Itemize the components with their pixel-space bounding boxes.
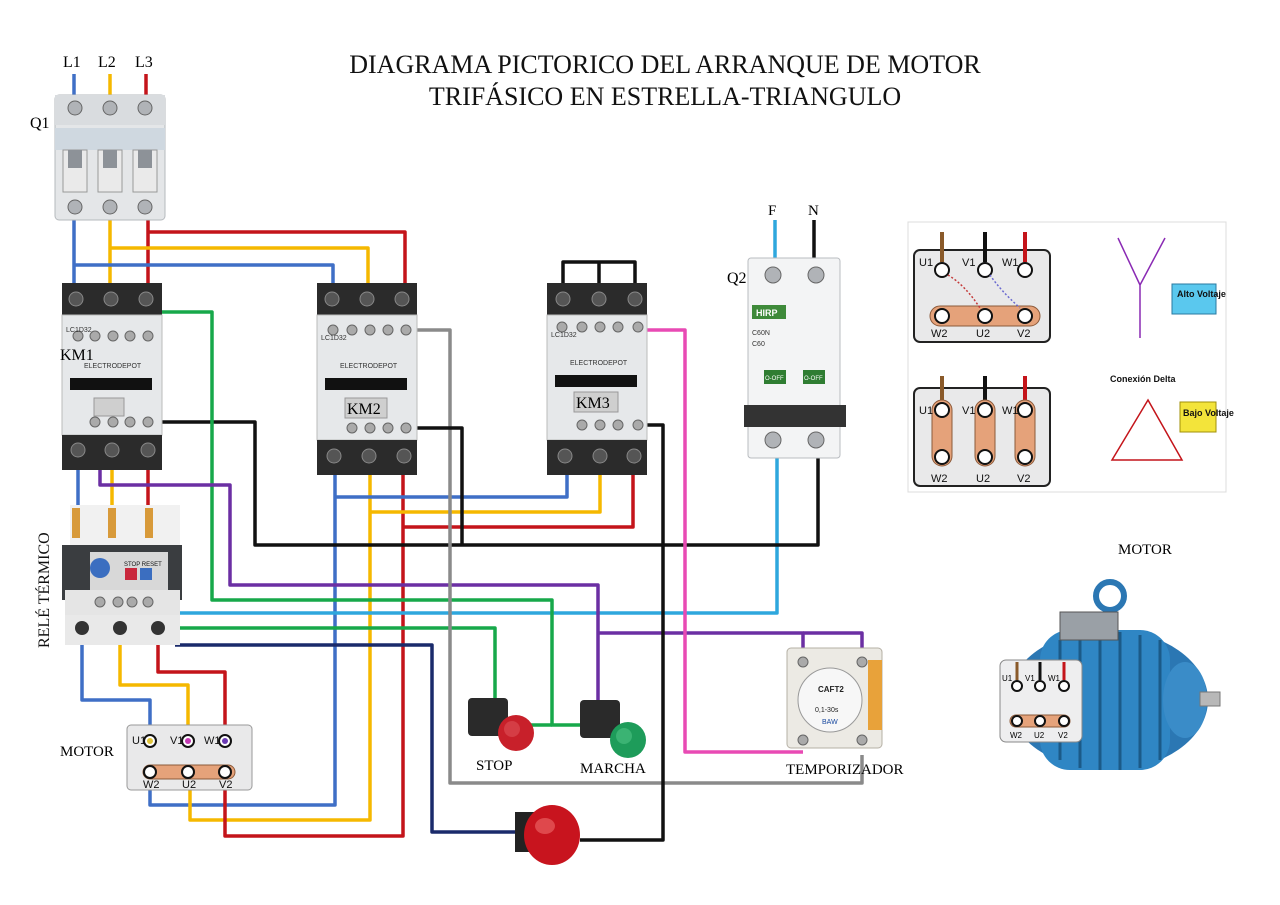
q2-model: C60N bbox=[752, 330, 770, 337]
motor-box-v1: V1 bbox=[170, 735, 183, 747]
thermal-relay[interactable] bbox=[62, 505, 182, 645]
connection-diagrams-panel bbox=[907, 221, 1227, 493]
label-f: F bbox=[768, 203, 776, 219]
wire-relay-v1 bbox=[118, 645, 190, 725]
km2-brand: ELECTRODEPOT bbox=[340, 363, 398, 370]
motor-photo-w2: W2 bbox=[1010, 731, 1023, 740]
label-km3: KM3 bbox=[576, 395, 610, 412]
wire-n-out bbox=[150, 420, 820, 547]
star-caption: Alto Voltaje bbox=[1177, 289, 1226, 299]
pilot-lamp bbox=[515, 805, 580, 865]
label-l1: L1 bbox=[63, 54, 81, 71]
breaker-q1[interactable] bbox=[54, 94, 166, 221]
marcha-button[interactable] bbox=[580, 700, 646, 758]
delta-title: Conexión Delta bbox=[1110, 374, 1177, 384]
wire-f-out bbox=[98, 458, 779, 615]
label-n: N bbox=[808, 203, 819, 219]
motor-box-u2: U2 bbox=[182, 779, 196, 791]
wire-ctrl-green-2 bbox=[130, 626, 497, 700]
breaker-q2[interactable] bbox=[744, 257, 846, 459]
wire-km2-km3-yellow bbox=[370, 475, 602, 514]
wire-km2-km3-red bbox=[403, 475, 635, 529]
label-q2: Q2 bbox=[727, 270, 747, 287]
motor-image bbox=[999, 579, 1221, 770]
label-motor-photo: MOTOR bbox=[1118, 542, 1172, 558]
motor-box-u1: U1 bbox=[132, 735, 146, 747]
wire-ctrl-navy bbox=[175, 643, 520, 834]
wire-ctrl-pink bbox=[642, 328, 803, 754]
wire-relay-u1 bbox=[80, 645, 152, 725]
timer-model: CAFT2 bbox=[818, 685, 844, 694]
timer-range: 0,1-30s bbox=[815, 707, 839, 714]
wire-l3-to-km2 bbox=[148, 230, 407, 285]
label-motor-box: MOTOR bbox=[60, 744, 114, 760]
q2-off-1: O-OFF bbox=[765, 376, 784, 382]
relay-stop-reset: STOP RESET bbox=[124, 562, 162, 568]
delta-u2: U2 bbox=[976, 473, 990, 485]
star-w1: W1 bbox=[1002, 257, 1019, 269]
wire-ctrl-purple-2 bbox=[598, 631, 805, 662]
wire-relay-w1 bbox=[156, 645, 227, 725]
label-thermal-relay: RELÉ TÉRMICO bbox=[36, 532, 53, 648]
km1-brand: ELECTRODEPOT bbox=[84, 363, 142, 370]
title-line-1: DIAGRAMA PICTORICO DEL ARRANQUE DE MOTOR bbox=[349, 50, 981, 79]
star-u2: U2 bbox=[976, 328, 990, 340]
wire-ctrl-black-km2 bbox=[410, 426, 464, 545]
q2-off-2: O-OFF bbox=[804, 376, 823, 382]
timer-module[interactable] bbox=[786, 647, 883, 749]
q2-rating: C60 bbox=[752, 341, 765, 348]
timer-brand: BAW bbox=[822, 719, 838, 726]
label-stop: STOP bbox=[476, 758, 512, 774]
delta-w2: W2 bbox=[931, 473, 948, 485]
motor-photo-u1: U1 bbox=[1002, 674, 1013, 683]
label-km2: KM2 bbox=[347, 401, 381, 418]
label-km1: KM1 bbox=[60, 347, 94, 364]
motor-box-v2: V2 bbox=[219, 779, 232, 791]
star-u1: U1 bbox=[919, 257, 933, 269]
delta-w1: W1 bbox=[1002, 405, 1019, 417]
star-w2: W2 bbox=[931, 328, 948, 340]
label-timer: TEMPORIZADOR bbox=[786, 762, 904, 778]
contactor-km3[interactable] bbox=[546, 283, 648, 475]
km2-model: LC1D32 bbox=[321, 335, 347, 342]
motor-box-w2: W2 bbox=[143, 779, 160, 791]
delta-u1: U1 bbox=[919, 405, 933, 417]
motor-photo-v1: V1 bbox=[1025, 674, 1035, 683]
wire-km2-km3-blue bbox=[335, 475, 569, 499]
wire-w2-km2 bbox=[148, 475, 337, 807]
motor-photo-w1: W1 bbox=[1048, 674, 1061, 683]
motor-terminal-box[interactable] bbox=[126, 724, 253, 791]
q2-brand: HIRP bbox=[756, 308, 778, 318]
label-l3: L3 bbox=[135, 54, 153, 71]
wire-u2-km2 bbox=[188, 475, 372, 822]
motor-box-w1: W1 bbox=[204, 735, 221, 747]
contactor-km1[interactable] bbox=[61, 283, 163, 470]
motor-photo-v2: V2 bbox=[1058, 731, 1068, 740]
wire-l2-to-km2 bbox=[110, 246, 370, 285]
star-v1: V1 bbox=[962, 257, 975, 269]
stop-button[interactable] bbox=[468, 698, 534, 751]
label-q1: Q1 bbox=[30, 115, 50, 132]
delta-v2: V2 bbox=[1017, 473, 1030, 485]
contactor-km2[interactable] bbox=[316, 283, 418, 475]
km1-model: LC1D32 bbox=[66, 327, 92, 334]
km3-model: LC1D32 bbox=[551, 332, 577, 339]
motor-photo-u2: U2 bbox=[1034, 731, 1045, 740]
delta-caption: Bajo Voltaje bbox=[1183, 408, 1234, 418]
km3-brand: ELECTRODEPOT bbox=[570, 360, 628, 367]
wire-v2-km2 bbox=[223, 475, 405, 838]
wire-ctrl-black-km3 bbox=[580, 423, 665, 842]
label-marcha: MARCHA bbox=[580, 761, 646, 777]
label-l2: L2 bbox=[98, 54, 116, 71]
wire-l1-to-km2 bbox=[74, 263, 335, 285]
title-line-2: TRIFÁSICO EN ESTRELLA-TRIANGULO bbox=[428, 82, 902, 111]
star-v2: V2 bbox=[1017, 328, 1030, 340]
delta-v1: V1 bbox=[962, 405, 975, 417]
wire-ctrl-gray bbox=[410, 328, 864, 785]
